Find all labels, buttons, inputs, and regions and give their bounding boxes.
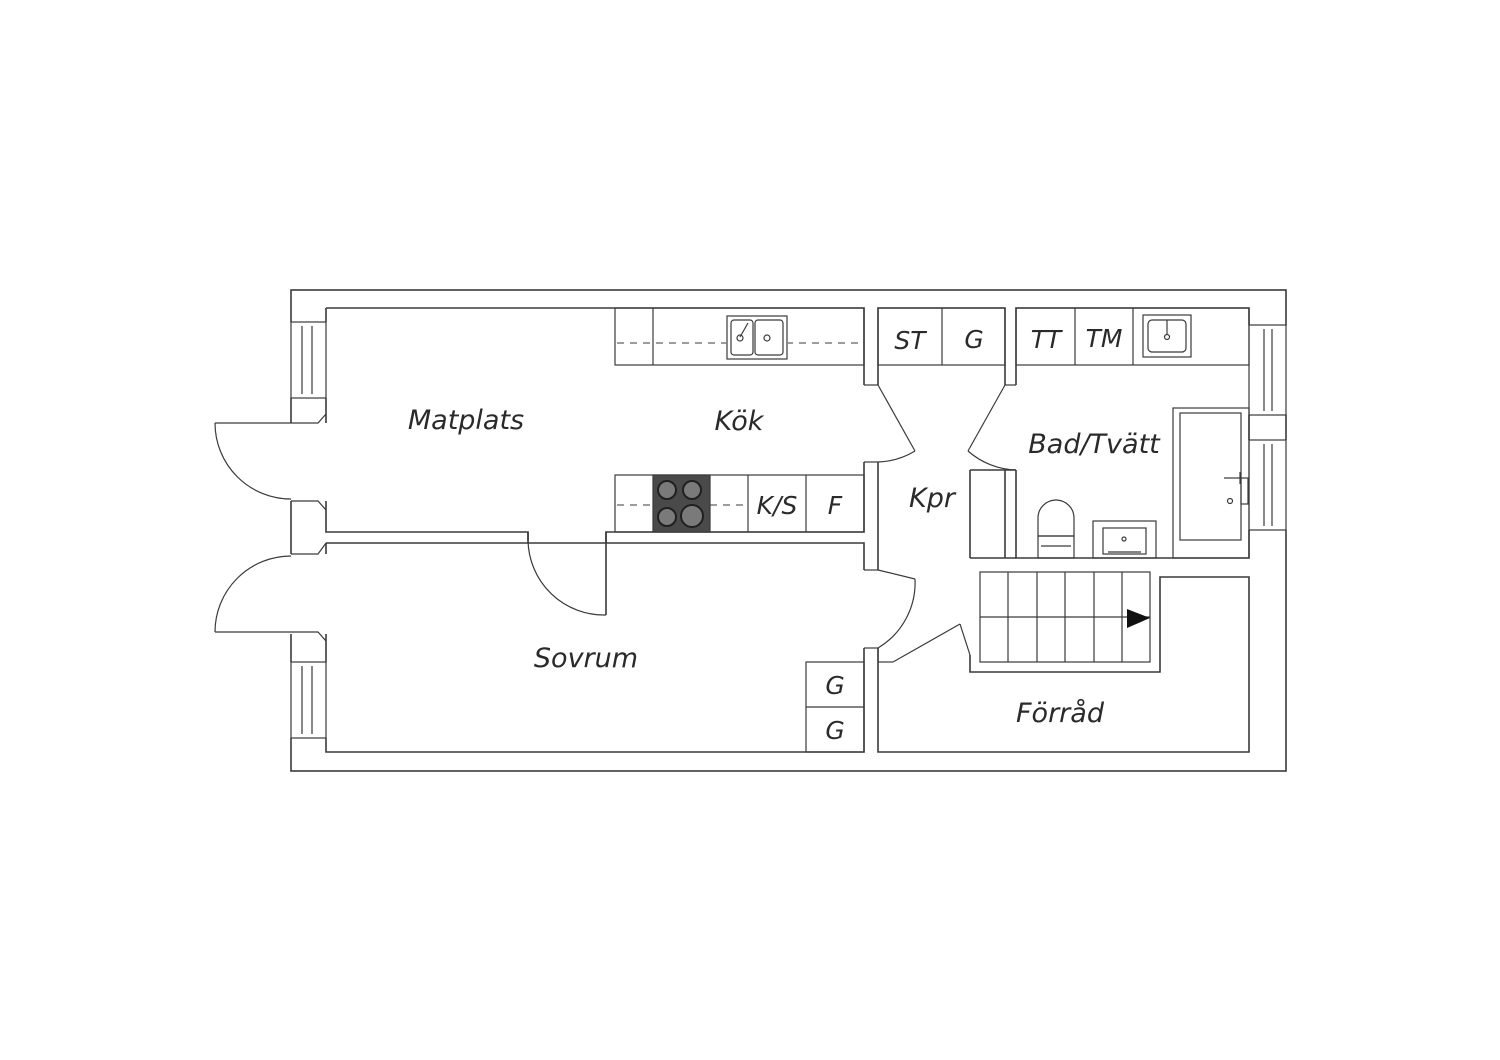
fixture-label-g-lower: G	[825, 716, 844, 745]
bathroom-sink-icon	[1092, 520, 1157, 559]
bathtub-icon	[1172, 407, 1250, 559]
wash-basin-icon	[1142, 314, 1192, 358]
stove-icon	[652, 474, 711, 533]
room-label-bad-tvatt: Bad/Tvätt	[1028, 429, 1161, 460]
fixture-label-f: F	[828, 491, 843, 520]
bathroom-fixtures	[1015, 307, 1250, 559]
interior-doors	[527, 384, 1017, 663]
fixture-labels: ST G TT TM K/S F G G	[757, 324, 1123, 745]
toilet-icon	[1037, 499, 1075, 559]
stair-direction-arrow-icon	[1127, 609, 1150, 628]
room-label-kok: Kök	[715, 406, 765, 437]
outer-walls	[290, 289, 1287, 772]
staircase	[979, 571, 1151, 663]
room-label-sovrum: Sovrum	[534, 643, 638, 674]
fixture-label-tm: TM	[1086, 324, 1123, 353]
fixture-label-tt: TT	[1031, 325, 1063, 354]
room-label-kpr: Kpr	[909, 483, 957, 514]
fixture-label-g-upper: G	[825, 671, 844, 700]
bedroom-wardrobe	[805, 661, 865, 753]
room-label-forrad: Förråd	[1016, 698, 1105, 729]
windows	[289, 321, 1288, 739]
fixture-label-g-hall: G	[964, 325, 983, 354]
room-labels: Matplats Kök Sovrum Kpr Bad/Tvätt Förråd	[408, 405, 1161, 729]
fixture-label-ks: K/S	[757, 491, 798, 520]
kitchen-lower-counter	[614, 474, 865, 533]
fixture-label-st: ST	[894, 326, 927, 355]
kitchen-sink-icon	[726, 315, 788, 360]
entrance-doors	[214, 413, 328, 642]
room-label-matplats: Matplats	[408, 405, 524, 436]
hall-wardrobe	[877, 307, 1006, 366]
inner-walls	[325, 307, 1250, 753]
kitchen-upper-counter	[614, 307, 865, 366]
